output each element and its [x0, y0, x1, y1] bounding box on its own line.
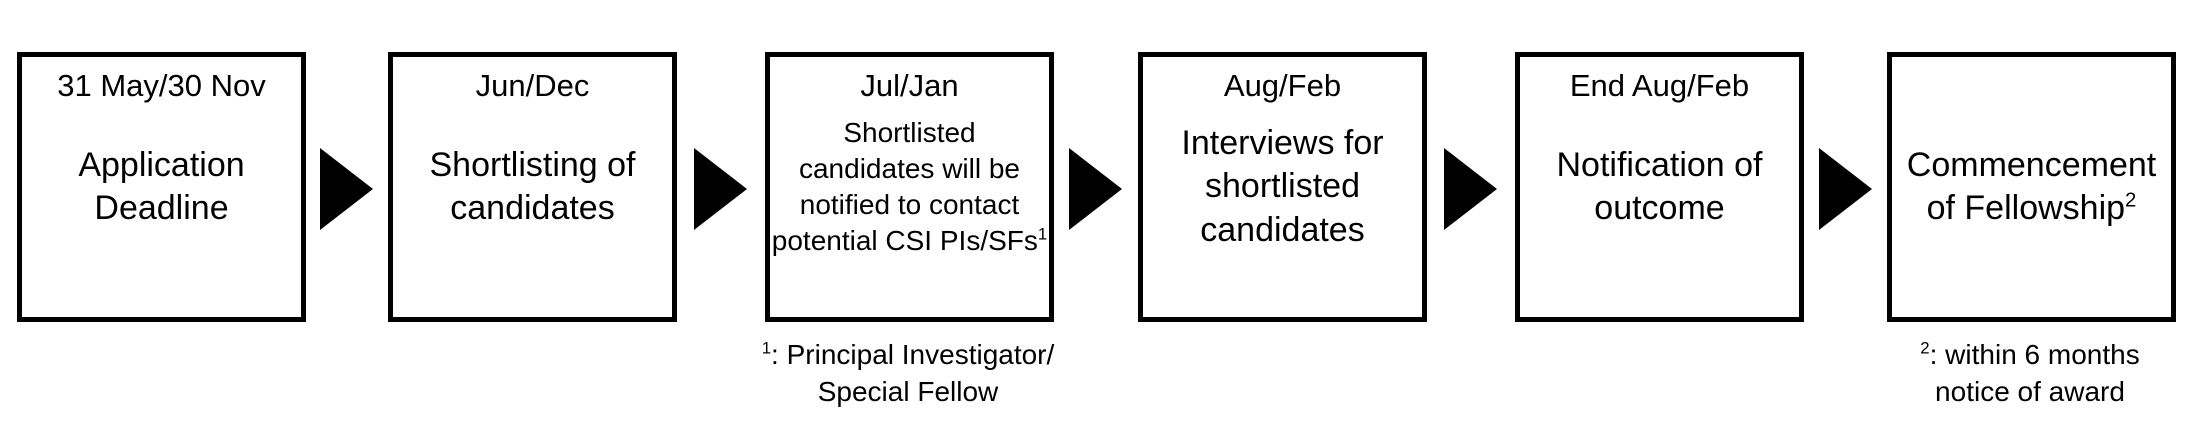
step-description: Notification of outcome [1520, 57, 1799, 317]
step-text-line: Application [78, 145, 245, 184]
step-box-notify-contact: Jul/Jan Shortlisted candidates will be n… [765, 52, 1054, 322]
step-text-line: Shortlisting of [429, 145, 636, 184]
step-description: Commencement of Fellowship2 [1892, 57, 2171, 317]
flow-arrow [1819, 148, 1872, 230]
step-text-line: of Fellowship2 [1926, 189, 2137, 227]
step-description: Interviews for shortlisted candidates [1143, 57, 1422, 317]
footnote-line: notice of award [1935, 376, 2125, 408]
flow-arrow [694, 148, 747, 230]
footnote-ref-2: 2 [2125, 189, 2137, 212]
step-text-line: Shortlisted [843, 116, 976, 148]
footnote-line: 1: Principal Investigator/ [761, 338, 1055, 370]
step-text-line: candidates [450, 189, 615, 227]
step-date: Aug/Feb [1223, 68, 1342, 103]
flow-arrow [1444, 148, 1497, 230]
step-text-line: candidates [1200, 210, 1365, 249]
footnote-line: 2: within 6 months [1920, 338, 2140, 370]
footnote-2-marker: 2 [1920, 338, 1930, 358]
step-text-line: candidates will be [798, 152, 1021, 184]
step-description: Application Deadline [22, 57, 301, 317]
step-date: Jul/Jan [860, 68, 959, 103]
footnote-2: 2: within 6 months notice of award [1920, 336, 2139, 410]
footnote-1-marker: 1 [761, 338, 772, 358]
footnote-1: 1: Principal Investigator/ Special Fello… [762, 336, 1055, 410]
footnote-line: Special Fellow [817, 376, 999, 408]
step-text-line: potential CSI PIs/SFs1 [771, 224, 1048, 257]
step-date: 31 May/30 Nov [57, 68, 266, 103]
step-date: Jun/Dec [475, 68, 590, 103]
footnote-ref-1: 1 [1037, 224, 1048, 244]
step-text-line: Commencement [1906, 145, 2157, 184]
step-description: Shortlisting of candidates [393, 57, 672, 317]
flow-arrow [1069, 148, 1122, 230]
step-text-line: outcome [1594, 189, 1725, 227]
step-text-line: Deadline [94, 189, 229, 227]
step-description: Shortlisted candidates will be notified … [770, 57, 1049, 317]
step-text-line: Interviews for [1181, 124, 1384, 163]
step-box-outcome: End Aug/Feb Notification of outcome [1515, 52, 1804, 322]
step-date: End Aug/Feb [1569, 68, 1750, 103]
step-text-line: shortlisted [1205, 167, 1360, 206]
flow-arrow [320, 148, 373, 230]
step-text-line: Notification of [1556, 145, 1763, 184]
step-box-commencement: Commencement of Fellowship2 [1887, 52, 2176, 322]
step-box-interviews: Aug/Feb Interviews for shortlisted candi… [1138, 52, 1427, 322]
step-box-application-deadline: 31 May/30 Nov Application Deadline [17, 52, 306, 322]
step-text-line: notified to contact [799, 189, 1020, 220]
step-box-shortlisting: Jun/Dec Shortlisting of candidates [388, 52, 677, 322]
